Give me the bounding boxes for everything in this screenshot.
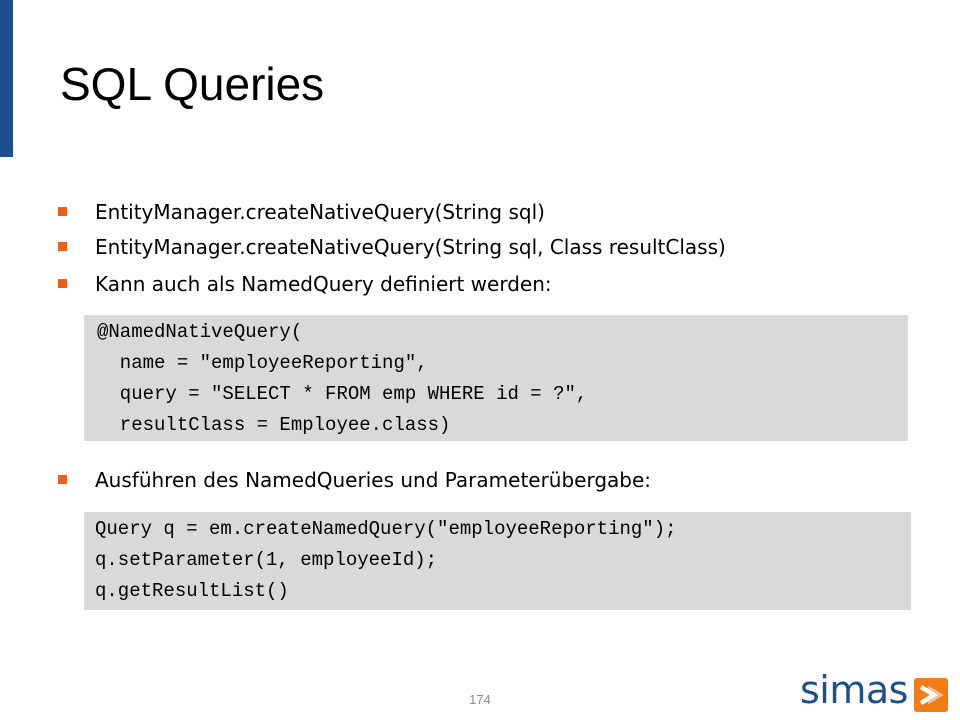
logo-text: simas <box>800 668 908 712</box>
square-bullet-icon <box>58 475 67 484</box>
code-block-execute-query: Query q = em.createNamedQuery("employeeR… <box>84 512 911 610</box>
bullet-text: EntityManager.createNativeQuery(String s… <box>95 235 726 259</box>
page-number: 174 <box>469 692 491 707</box>
square-bullet-icon <box>58 207 67 216</box>
simas-logo: simas <box>800 668 950 718</box>
bullet-text: Ausführen des NamedQueries und Parameter… <box>95 468 652 492</box>
code-line: resultClass = Employee.class) <box>97 414 451 436</box>
code-line: query = "SELECT * FROM emp WHERE id = ?"… <box>97 383 588 405</box>
square-bullet-icon <box>58 279 67 288</box>
code-line: q.getResultList() <box>95 580 289 602</box>
code-block-named-native-query: @NamedNativeQuery( name = "employeeRepor… <box>84 315 908 441</box>
code-line: name = "employeeReporting", <box>97 352 428 374</box>
slide-title: SQL Queries <box>60 58 325 110</box>
code-line: q.setParameter(1, employeeId); <box>95 549 438 571</box>
title-accent-bar <box>0 0 13 157</box>
square-bullet-icon <box>58 242 67 251</box>
simas-logo-mark-icon <box>914 678 948 712</box>
bullet-text: EntityManager.createNativeQuery(String s… <box>95 200 545 224</box>
code-line: Query q = em.createNamedQuery("employeeR… <box>95 518 677 540</box>
bullet-text: Kann auch als NamedQuery definiert werde… <box>95 272 552 296</box>
code-line: @NamedNativeQuery( <box>97 321 303 343</box>
